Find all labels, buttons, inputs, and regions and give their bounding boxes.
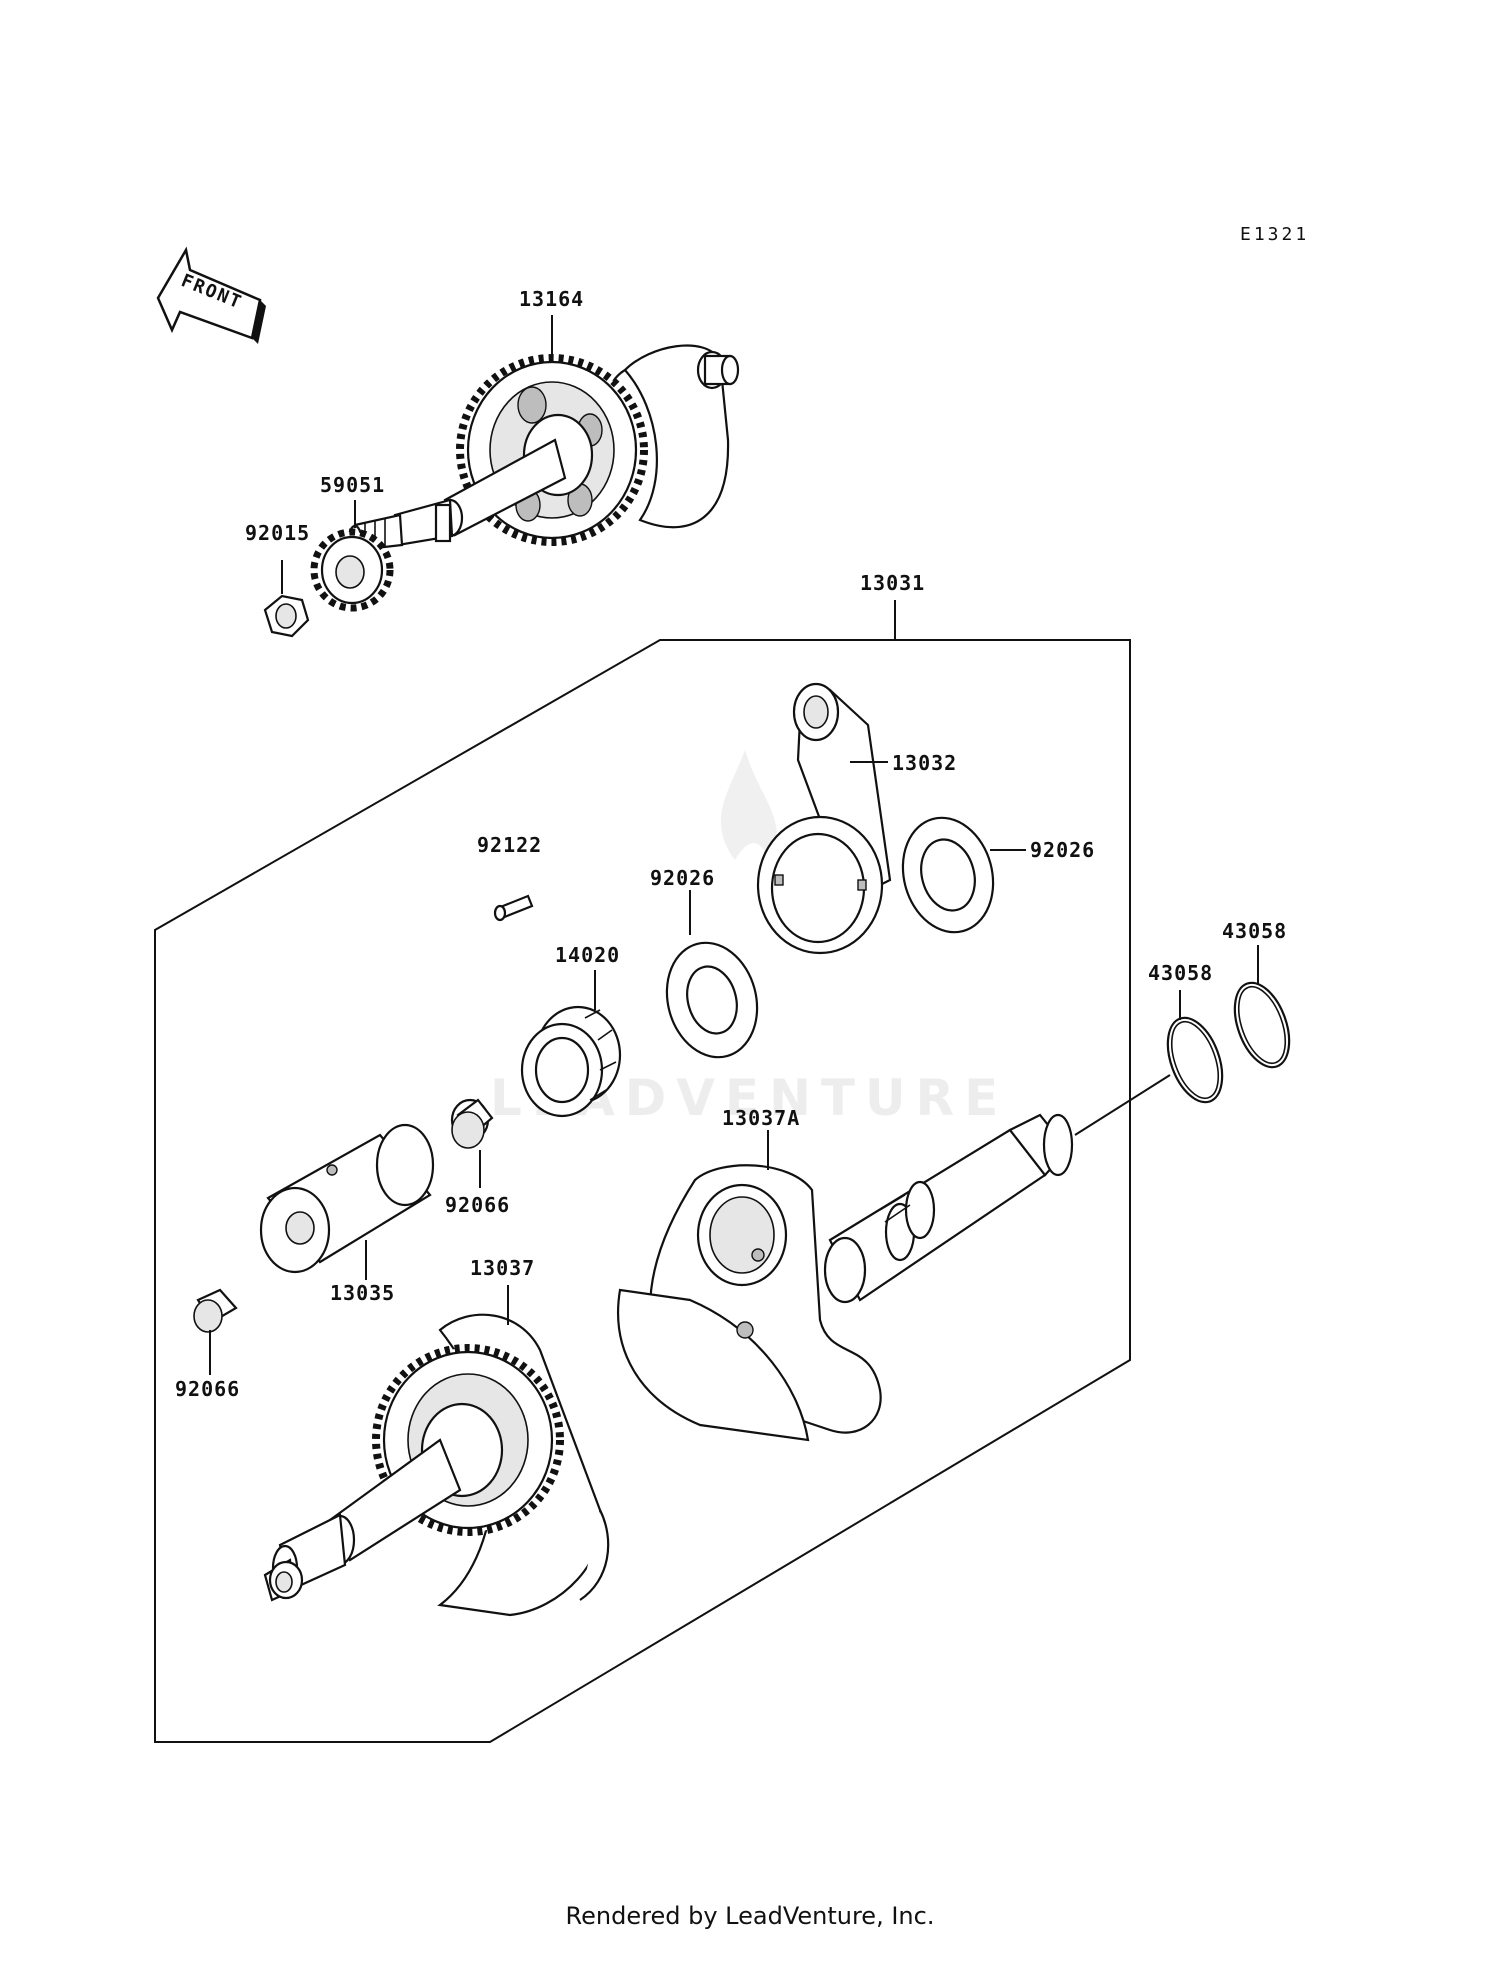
label-59051: 59051 [320,473,385,497]
label-13037A: 13037A [722,1106,800,1130]
ring-43058-b [1233,981,1291,1069]
label-92026-left: 92026 [650,866,715,890]
label-43058-b: 43058 [1222,919,1287,943]
label-13164: 13164 [519,287,584,311]
nut-92015 [263,594,310,638]
ring-43058-a [1166,1016,1224,1104]
label-14020: 14020 [555,943,620,967]
bushing-92066-mid [450,1098,494,1149]
footer-credit: Rendered by LeadVenture, Inc. [565,1902,935,1930]
label-92066-mid: 92066 [445,1193,510,1217]
crank-half-13037A [617,1113,1074,1442]
label-13032: 13032 [892,751,957,775]
front-arrow-icon: FRONT [156,246,266,344]
label-13035: 13035 [330,1281,395,1305]
label-92015: 92015 [245,521,310,545]
crankshaft-assembly-13164 [347,344,740,552]
label-92026-right: 92026 [1030,838,1095,862]
diagram-code: E1321 [1240,224,1309,245]
needle-bearing-14020 [520,1005,622,1118]
kit-boundary-13031 [154,639,1131,1743]
pin-92122 [493,894,534,922]
pinion-gear-59051 [310,528,394,612]
label-13037: 13037 [470,1256,535,1280]
label-92066-left: 92066 [175,1377,240,1401]
label-43058-a: 43058 [1148,961,1213,985]
connecting-rod-13032 [756,682,892,955]
crank-pin-13035 [259,1123,435,1274]
crank-half-13037 [263,1313,610,1617]
bushing-92066-left [193,1288,238,1333]
label-13031: 13031 [860,571,925,595]
washer-92026-left [665,941,759,1059]
label-92122: 92122 [477,833,542,857]
washer-92026-right [901,816,995,934]
